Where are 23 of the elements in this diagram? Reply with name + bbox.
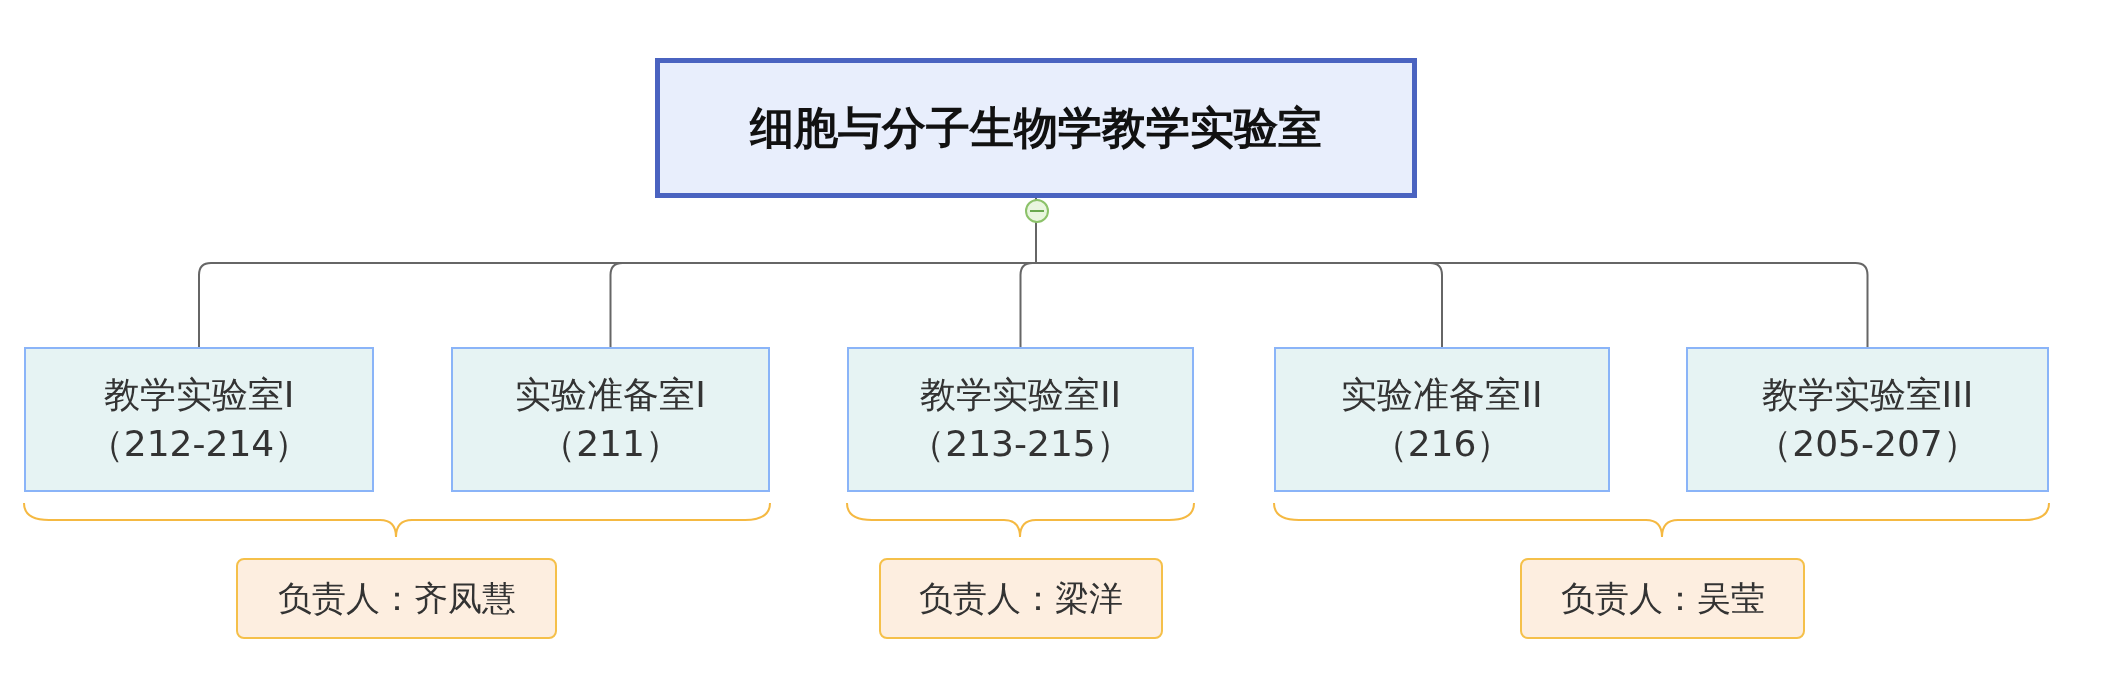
room-number: （216） bbox=[1371, 421, 1513, 466]
person-box bbox=[236, 558, 557, 639]
room-box bbox=[1686, 347, 2049, 492]
person-box bbox=[879, 558, 1163, 639]
person-label: 负责人：齐凤慧 bbox=[277, 576, 516, 620]
room-box bbox=[847, 347, 1194, 492]
room-number: （211） bbox=[540, 421, 681, 466]
title-text: 细胞与分子生物学教学实验室 bbox=[750, 100, 1322, 155]
room-box bbox=[24, 347, 374, 492]
room-name: 实验准备室I bbox=[515, 372, 706, 417]
room-name: 教学实验室II bbox=[919, 372, 1122, 417]
room-name: 教学实验室III bbox=[1761, 372, 1974, 417]
room-number: （213-215） bbox=[909, 421, 1132, 466]
room-box bbox=[451, 347, 770, 492]
room-name: 实验准备室II bbox=[1341, 372, 1543, 417]
room-box bbox=[1274, 347, 1610, 492]
person-label: 负责人：梁洋 bbox=[919, 576, 1123, 620]
room-name: 教学实验室I bbox=[103, 372, 295, 417]
topic-box bbox=[655, 58, 1417, 198]
room-number: （205-207） bbox=[1756, 421, 1979, 466]
room-number: （212-214） bbox=[87, 421, 311, 466]
person-box bbox=[1520, 558, 1805, 639]
person-label: 负责人：吴莹 bbox=[1560, 576, 1765, 620]
